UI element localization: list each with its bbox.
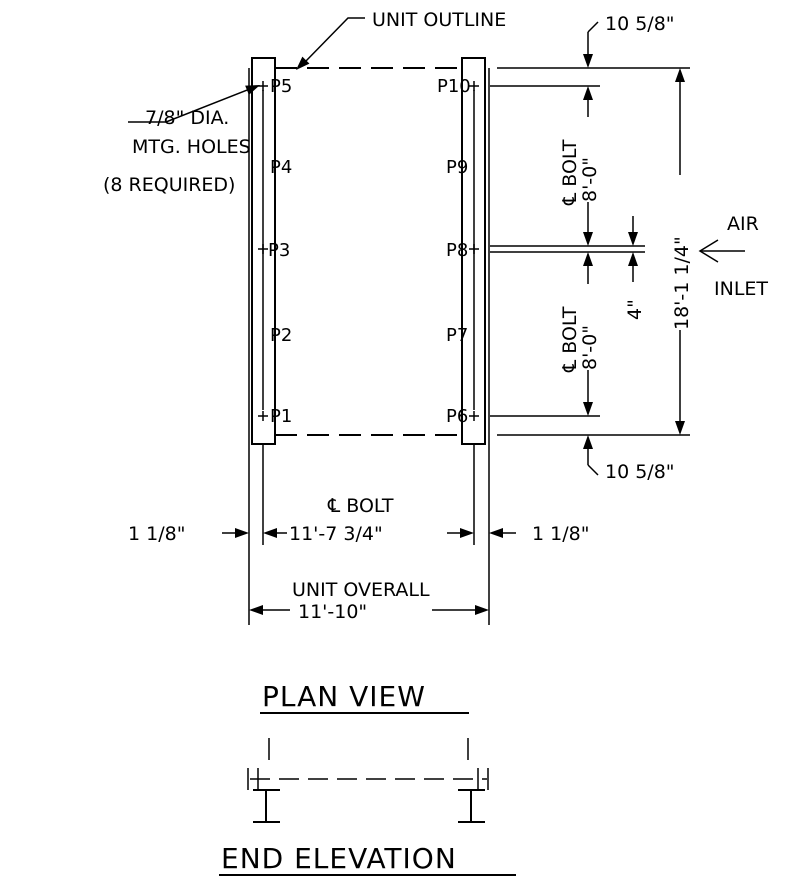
svg-text:(8 REQUIRED): (8 REQUIRED) xyxy=(103,174,235,196)
upper-bolt-dimension: ℄ BOLT 8'-0" xyxy=(490,86,645,247)
svg-text:8'-0": 8'-0" xyxy=(579,157,601,202)
point-p7: P7 xyxy=(446,325,468,346)
point-p2: P2 xyxy=(270,325,292,346)
svg-text:UNIT OUTLINE: UNIT OUTLINE xyxy=(372,9,506,31)
svg-text:7/8" DIA.: 7/8" DIA. xyxy=(145,107,229,129)
point-p8: P8 xyxy=(446,240,468,261)
point-p10: P10 xyxy=(437,76,471,97)
mounting-holes xyxy=(258,81,479,421)
point-p6: P6 xyxy=(446,406,468,427)
svg-text:4": 4" xyxy=(624,299,646,320)
gap-dimension: 4" xyxy=(624,216,646,320)
svg-text:℄ BOLT: ℄ BOLT xyxy=(559,139,581,206)
svg-text:UNIT OVERALL: UNIT OVERALL xyxy=(292,579,430,601)
end-elevation-drawing xyxy=(247,738,489,823)
point-p4: P4 xyxy=(270,157,292,178)
svg-text:11'-10": 11'-10" xyxy=(298,601,367,623)
unit-outline xyxy=(248,67,490,436)
width-dimensions: 1 1/8" ℄ BOLT 11'-7 3/4" 1 1/8" UNIT OVE… xyxy=(128,435,589,625)
svg-text:PLAN VIEW: PLAN VIEW xyxy=(262,680,426,713)
svg-text:10 5/8": 10 5/8" xyxy=(605,461,675,483)
unit-outline-leader: UNIT OUTLINE xyxy=(292,9,506,74)
svg-text:8'-0": 8'-0" xyxy=(579,325,601,370)
point-p3: P3 xyxy=(268,240,290,261)
overall-length-dimension: 18'-1 1/4" xyxy=(671,68,693,435)
svg-text:℄ BOLT: ℄ BOLT xyxy=(559,306,581,373)
air-inlet-arrow: AIR INLET xyxy=(698,213,768,300)
plan-view-title: PLAN VIEW xyxy=(260,680,469,714)
svg-text:11'-7 3/4": 11'-7 3/4" xyxy=(289,523,383,545)
svg-text:AIR: AIR xyxy=(727,213,759,235)
svg-text:END ELEVATION: END ELEVATION xyxy=(221,842,457,875)
svg-text:10 5/8": 10 5/8" xyxy=(605,13,675,35)
bottom-offset-dimension: 10 5/8" xyxy=(490,415,690,483)
end-elevation-title: END ELEVATION xyxy=(219,842,516,876)
svg-text:1 1/8": 1 1/8" xyxy=(532,523,589,545)
svg-text:MTG. HOLES: MTG. HOLES xyxy=(132,136,251,158)
lower-bolt-dimension: ℄ BOLT 8'-0" xyxy=(490,251,645,416)
mounting-holes-leader: 7/8" DIA. MTG. HOLES (8 REQUIRED) xyxy=(103,80,262,196)
svg-text:℄ BOLT: ℄ BOLT xyxy=(327,495,394,517)
point-p5: P5 xyxy=(270,76,292,97)
point-p9: P9 xyxy=(446,157,468,178)
svg-text:18'-1 1/4": 18'-1 1/4" xyxy=(671,236,693,330)
svg-text:1 1/8": 1 1/8" xyxy=(128,523,185,545)
svg-text:INLET: INLET xyxy=(714,278,768,300)
point-p1: P1 xyxy=(270,406,292,427)
top-offset-dimension: 10 5/8" xyxy=(490,13,690,87)
